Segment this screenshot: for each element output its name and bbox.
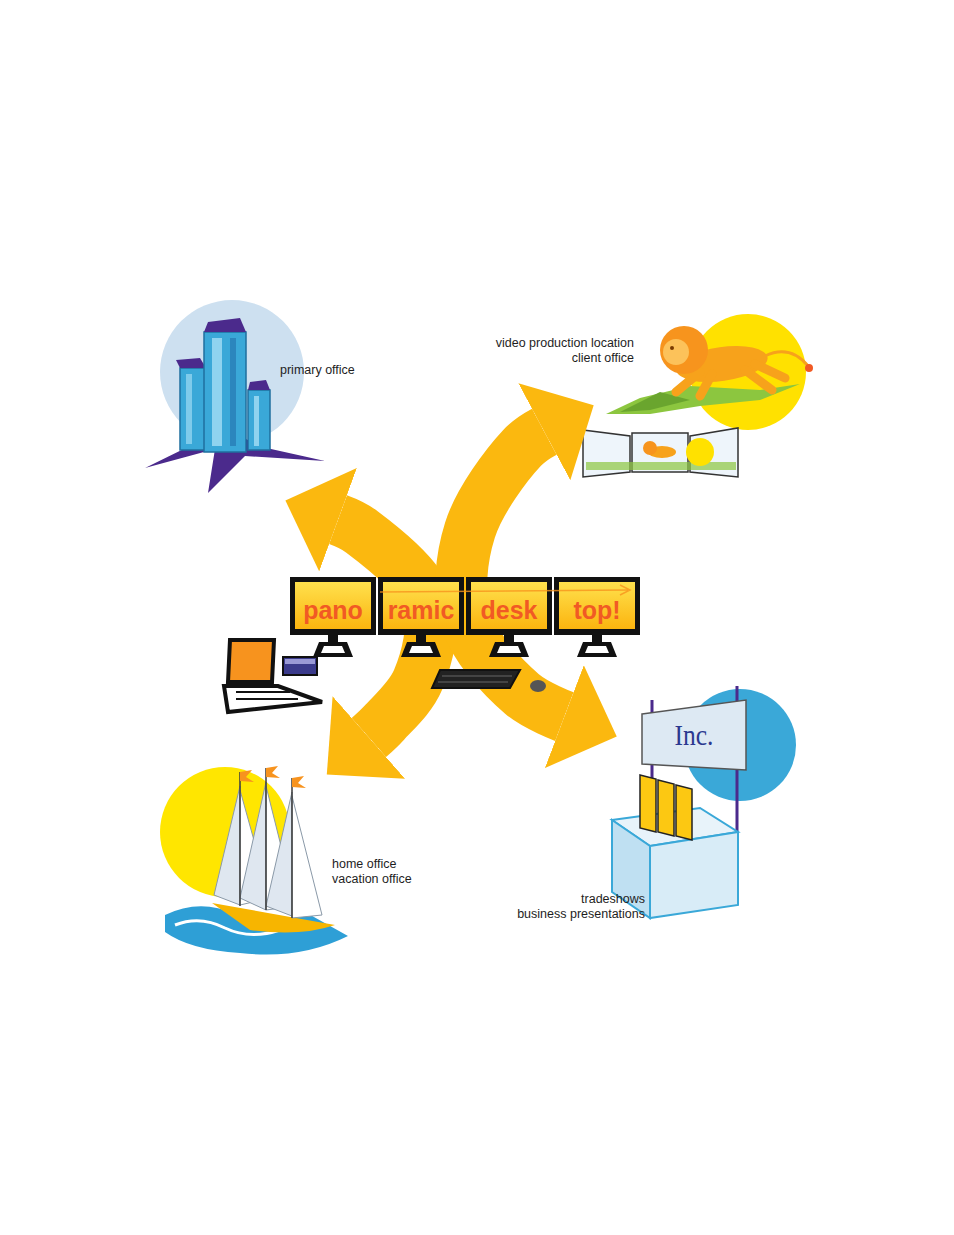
location-node: home officevacation office bbox=[160, 775, 350, 955]
location-label: vacation office bbox=[332, 872, 412, 887]
sailboat bbox=[266, 766, 280, 778]
monitor-row bbox=[471, 582, 547, 629]
tradeshow-booth bbox=[658, 780, 674, 836]
office-building bbox=[230, 338, 236, 446]
sailboat bbox=[240, 782, 266, 910]
monitor-row bbox=[504, 635, 514, 642]
office-building bbox=[212, 338, 222, 446]
screen-arrow bbox=[380, 590, 628, 592]
location-label: tradeshows bbox=[581, 892, 645, 907]
screen-word: top! bbox=[573, 596, 620, 624]
monitor-row bbox=[409, 646, 433, 653]
monitor-row bbox=[577, 642, 617, 657]
video-panels bbox=[586, 462, 736, 470]
office-building bbox=[145, 300, 325, 493]
video-panels bbox=[686, 438, 714, 466]
keyboard-mouse bbox=[530, 680, 546, 692]
office-building bbox=[176, 358, 206, 368]
keyboard-mouse bbox=[438, 676, 512, 682]
screen-word: pano bbox=[303, 596, 363, 624]
monitor-row bbox=[383, 582, 459, 629]
lion-scene bbox=[660, 326, 708, 374]
location-label: business presentations bbox=[517, 907, 645, 922]
sailboat bbox=[160, 766, 348, 955]
tradeshow-booth bbox=[640, 775, 656, 832]
lion-scene bbox=[663, 339, 689, 365]
sailboat bbox=[292, 796, 322, 918]
monitor-row bbox=[416, 635, 426, 642]
office-building bbox=[254, 396, 259, 446]
laptop bbox=[224, 640, 322, 712]
lion-scene bbox=[606, 314, 813, 430]
screen-word: ramic bbox=[388, 596, 455, 624]
sign-text: Inc. bbox=[675, 718, 714, 752]
location-label: home office bbox=[332, 857, 396, 872]
location-label: primary office bbox=[280, 363, 355, 378]
location-label: client office bbox=[572, 351, 634, 366]
lion-scene bbox=[670, 346, 674, 350]
tradeshow-booth bbox=[642, 700, 746, 770]
monitor-row bbox=[290, 577, 640, 657]
monitor-row bbox=[378, 577, 464, 635]
office-building bbox=[186, 374, 192, 444]
monitor-row bbox=[497, 646, 521, 653]
location-node: video production locationclient office bbox=[588, 310, 803, 430]
sailboat bbox=[240, 768, 292, 918]
monitor-row bbox=[489, 642, 529, 657]
video-panels bbox=[583, 428, 738, 477]
office-building bbox=[204, 318, 246, 332]
laptop bbox=[224, 686, 322, 712]
laptop bbox=[285, 659, 315, 664]
tradeshow-booth bbox=[650, 832, 738, 918]
monitor-row bbox=[559, 582, 635, 629]
keyboard-mouse bbox=[432, 670, 520, 688]
office-building bbox=[248, 380, 270, 390]
location-node: primary office bbox=[145, 315, 335, 495]
panoramic-desktop: pano ramic desk top! bbox=[290, 577, 640, 637]
video-panels bbox=[643, 441, 657, 455]
sailboat bbox=[240, 770, 254, 782]
monitor-row bbox=[295, 582, 371, 629]
monitor-row bbox=[401, 642, 441, 657]
monitor-row bbox=[328, 635, 338, 642]
monitor-row bbox=[321, 646, 345, 653]
laptop bbox=[228, 640, 274, 682]
office-building bbox=[248, 390, 270, 450]
sailboat bbox=[292, 776, 306, 788]
monitor-row bbox=[313, 642, 353, 657]
monitor-row bbox=[585, 646, 609, 653]
monitor-row bbox=[554, 577, 640, 635]
laptop bbox=[283, 657, 317, 675]
keyboard-mouse bbox=[432, 670, 546, 692]
lion-scene bbox=[805, 364, 813, 372]
screen-arrow bbox=[620, 585, 630, 595]
monitor-row bbox=[290, 577, 376, 635]
monitor-row bbox=[466, 577, 552, 635]
lion-scene bbox=[620, 392, 690, 412]
office-building bbox=[204, 332, 246, 452]
sailboat bbox=[214, 786, 240, 905]
screen-word: desk bbox=[481, 596, 538, 624]
monitor-row bbox=[592, 635, 602, 642]
laptop bbox=[236, 692, 298, 699]
location-label: video production location bbox=[496, 336, 634, 351]
tradeshow-booth bbox=[676, 785, 692, 840]
tradeshow-booth bbox=[612, 686, 796, 918]
office-building bbox=[180, 368, 206, 450]
sailboat bbox=[266, 792, 292, 916]
lion-scene bbox=[765, 352, 808, 366]
